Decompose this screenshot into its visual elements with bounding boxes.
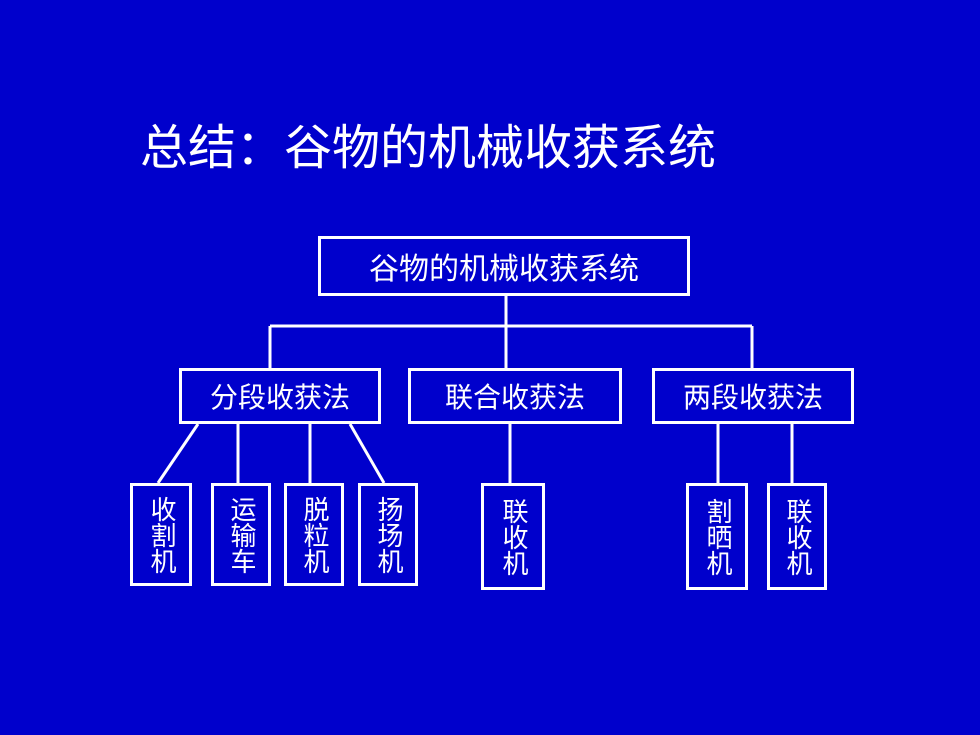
leaf-node-combine-harvester: 联收机 — [481, 483, 545, 590]
root-node: 谷物的机械收获系统 — [318, 236, 690, 296]
leaf-node-harvester: 收割机 — [130, 483, 192, 586]
leaf-node-combine-harvester-2: 联收机 — [767, 483, 827, 590]
slide-title: 总结：谷物的机械收获系统 — [140, 120, 717, 176]
leaf-node-winnower: 扬场机 — [358, 483, 418, 586]
branch-node-two-stage: 两段收获法 — [652, 368, 854, 424]
leaf-node-windrower: 割晒机 — [686, 483, 748, 590]
leaf-node-transport-vehicle: 运输车 — [211, 483, 271, 586]
leaf-link-1-1 — [156, 423, 200, 484]
branch-node-combined: 联合收获法 — [408, 368, 622, 424]
leaf-node-thresher: 脱粒机 — [284, 483, 344, 586]
branch-node-segmented: 分段收获法 — [179, 368, 381, 424]
leaf-link-1-4 — [348, 423, 386, 484]
